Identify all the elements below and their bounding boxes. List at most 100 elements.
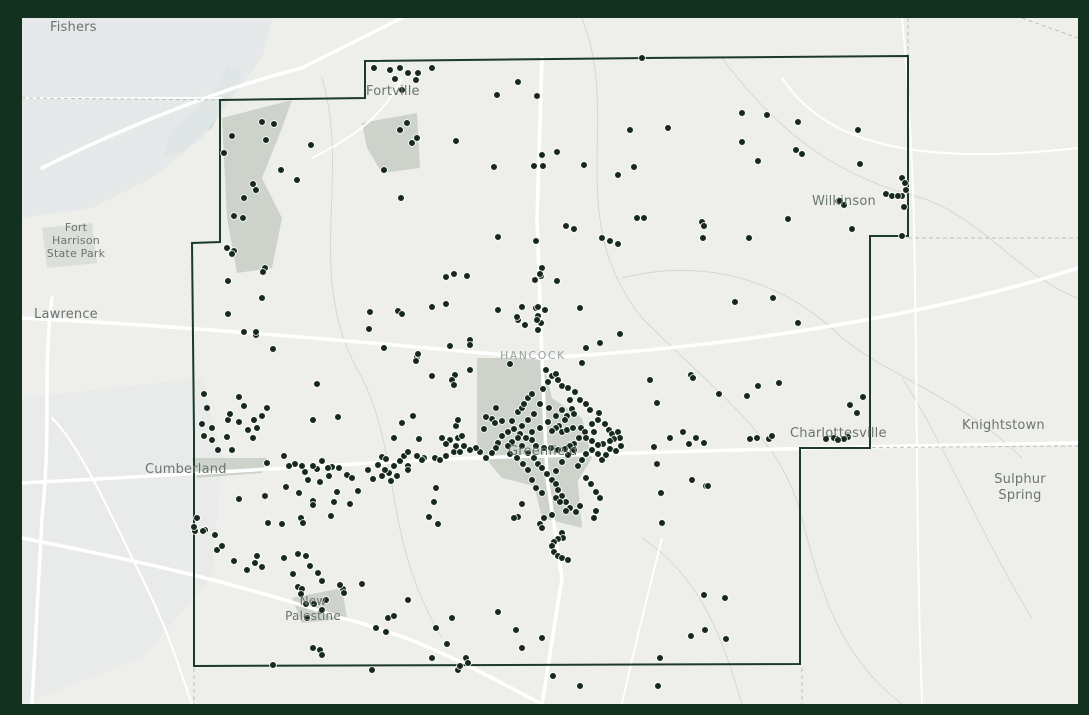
point-marker (533, 92, 541, 100)
point-marker (430, 498, 438, 506)
point-marker (428, 372, 436, 380)
point-marker (534, 303, 542, 311)
point-marker (297, 590, 305, 598)
point-marker (519, 460, 527, 468)
point-markers (190, 54, 910, 690)
point-marker (304, 476, 312, 484)
point-marker (448, 614, 456, 622)
point-marker (664, 124, 672, 132)
point-marker (289, 570, 297, 578)
county-lines (22, 18, 1078, 704)
point-marker (494, 233, 502, 241)
point-marker (784, 215, 792, 223)
point-marker (252, 328, 260, 336)
point-marker (354, 487, 362, 495)
point-marker (592, 488, 600, 496)
point-marker (432, 624, 440, 632)
point-marker (309, 501, 317, 509)
point-marker (249, 434, 257, 442)
point-marker (250, 416, 258, 424)
point-marker (545, 404, 553, 412)
point-marker (460, 442, 468, 450)
point-marker (510, 425, 518, 433)
point-marker (220, 149, 228, 157)
map-svg[interactable] (22, 18, 1078, 704)
point-marker (539, 385, 547, 393)
point-marker (458, 432, 466, 440)
point-marker (208, 424, 216, 432)
point-marker (792, 146, 800, 154)
point-marker (530, 162, 538, 170)
point-marker (754, 157, 762, 165)
point-marker (561, 416, 569, 424)
point-marker (490, 163, 498, 171)
point-marker (522, 434, 530, 442)
point-marker (552, 412, 560, 420)
label-cumberland: Cumberland (145, 462, 227, 477)
point-marker (553, 148, 561, 156)
point-marker (310, 600, 318, 608)
point-marker (368, 666, 376, 674)
point-marker (324, 464, 332, 472)
point-marker (586, 406, 594, 414)
point-marker (653, 460, 661, 468)
point-marker (582, 434, 590, 442)
point-marker (285, 462, 293, 470)
point-marker (666, 434, 674, 442)
point-marker (575, 434, 583, 442)
point-marker (658, 519, 666, 527)
point-marker (415, 435, 423, 443)
point-marker (428, 303, 436, 311)
map-canvas[interactable]: Fishers Fortville Wilkinson Fort Harriso… (22, 18, 1078, 704)
point-marker (269, 661, 277, 669)
point-marker (397, 194, 405, 202)
point-marker (251, 559, 259, 567)
point-marker (369, 475, 377, 483)
label-charlottesville: Charlottesville (790, 426, 887, 441)
point-marker (538, 489, 546, 497)
point-marker (538, 524, 546, 532)
point-marker (616, 330, 624, 338)
point-marker (443, 640, 451, 648)
point-marker (228, 132, 236, 140)
point-marker (190, 523, 198, 531)
point-marker (334, 413, 342, 421)
point-marker (404, 69, 412, 77)
point-marker (224, 277, 232, 285)
point-marker (442, 273, 450, 281)
point-marker (454, 416, 462, 424)
point-marker (252, 186, 260, 194)
point-marker (258, 118, 266, 126)
point-marker (239, 214, 247, 222)
point-marker (464, 659, 472, 667)
point-marker (382, 455, 390, 463)
point-marker (211, 531, 219, 539)
point-marker (544, 418, 552, 426)
point-marker (562, 507, 570, 515)
point-marker (387, 477, 395, 485)
point-marker (548, 427, 556, 435)
point-marker (601, 420, 609, 428)
point-marker (504, 428, 512, 436)
point-marker (442, 440, 450, 448)
point-marker (404, 466, 412, 474)
point-marker (299, 519, 307, 527)
label-new-palestine-line1: New (299, 594, 327, 608)
point-marker (700, 439, 708, 447)
point-marker (382, 628, 390, 636)
point-marker (258, 563, 266, 571)
point-marker (372, 624, 380, 632)
point-marker (518, 500, 526, 508)
point-marker (235, 418, 243, 426)
point-marker (358, 580, 366, 588)
point-marker (390, 612, 398, 620)
point-marker (491, 419, 499, 427)
point-marker (753, 434, 761, 442)
point-marker (692, 434, 700, 442)
point-marker (253, 424, 261, 432)
point-marker (316, 478, 324, 486)
point-marker (244, 426, 252, 434)
point-marker (754, 382, 762, 390)
point-marker (269, 345, 277, 353)
point-marker (493, 91, 501, 99)
